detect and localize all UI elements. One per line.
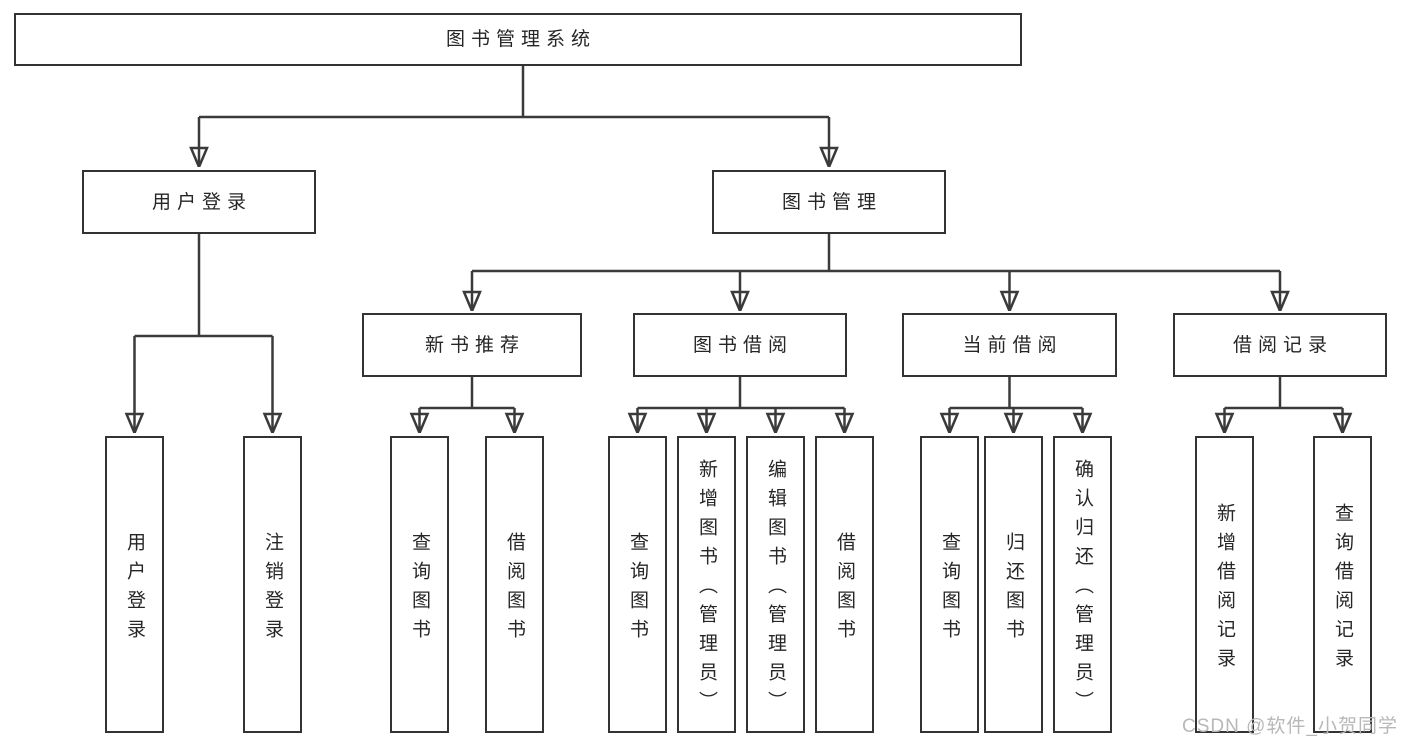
- node-query-books-recommend-label: 查询图书: [409, 531, 430, 648]
- node-query-books-borrowing-label: 查询图书: [627, 531, 648, 648]
- node-add-borrow-record-label: 新增借阅记录: [1214, 502, 1235, 677]
- node-add-borrow-record: 新增借阅记录: [1195, 436, 1254, 733]
- edge-new-book-recommend-children: [420, 377, 515, 433]
- node-query-books-recommend: 查询图书: [390, 436, 449, 733]
- node-query-books-current-label: 查询图书: [939, 531, 960, 648]
- node-logout: 注销登录: [243, 436, 302, 733]
- node-query-borrow-record-label: 查询借阅记录: [1332, 502, 1353, 677]
- node-book-borrowing-label: 图书借阅: [692, 334, 793, 356]
- node-confirm-return-admin-label: 确认归还（管理员）: [1072, 459, 1093, 720]
- node-book-management-label: 图书管理: [781, 191, 882, 213]
- node-library-system-label: 图书管理系统: [445, 29, 596, 50]
- node-add-books-admin-label: 新增图书（管理员）: [696, 459, 717, 720]
- node-borrow-books-borrowing-label: 借阅图书: [834, 531, 855, 648]
- edge-borrow-records-children: [1225, 377, 1343, 433]
- edge-root-to-level2: [199, 66, 829, 167]
- edge-current-borrowing-children: [950, 377, 1083, 433]
- node-add-books-admin: 新增图书（管理员）: [677, 436, 736, 733]
- edge-book-management-children: [472, 234, 1280, 311]
- node-user-login-leaf-label: 用户登录: [124, 531, 145, 648]
- node-current-borrowing-label: 当前借阅: [962, 334, 1063, 356]
- node-logout-label: 注销登录: [262, 531, 283, 648]
- node-edit-books-admin-label: 编辑图书（管理员）: [765, 459, 786, 720]
- node-borrow-books-borrowing: 借阅图书: [815, 436, 874, 733]
- node-user-login-label: 用户登录: [151, 191, 252, 213]
- node-query-books-borrowing: 查询图书: [608, 436, 667, 733]
- node-new-book-recommend-label: 新书推荐: [424, 334, 525, 356]
- node-borrow-records: 借阅记录: [1173, 313, 1387, 377]
- node-edit-books-admin: 编辑图书（管理员）: [746, 436, 805, 733]
- node-book-borrowing: 图书借阅: [633, 313, 847, 377]
- edge-user-login-children: [135, 234, 273, 433]
- node-query-books-current: 查询图书: [920, 436, 979, 733]
- node-borrow-books-recommend-label: 借阅图书: [504, 531, 525, 648]
- node-return-books: 归还图书: [984, 436, 1043, 733]
- node-confirm-return-admin: 确认归还（管理员）: [1053, 436, 1112, 733]
- node-query-borrow-record: 查询借阅记录: [1313, 436, 1372, 733]
- node-library-system: 图书管理系统: [14, 13, 1022, 66]
- node-current-borrowing: 当前借阅: [902, 313, 1117, 377]
- node-book-management: 图书管理: [712, 170, 946, 234]
- node-return-books-label: 归还图书: [1003, 531, 1024, 648]
- edge-book-borrowing-children: [638, 377, 845, 433]
- node-user-login-leaf: 用户登录: [105, 436, 164, 733]
- csdn-watermark: CSDN @软件_小贺同学: [1182, 716, 1398, 737]
- node-borrow-books-recommend: 借阅图书: [485, 436, 544, 733]
- node-new-book-recommend: 新书推荐: [362, 313, 582, 377]
- node-borrow-records-label: 借阅记录: [1232, 334, 1333, 356]
- node-user-login: 用户登录: [82, 170, 316, 234]
